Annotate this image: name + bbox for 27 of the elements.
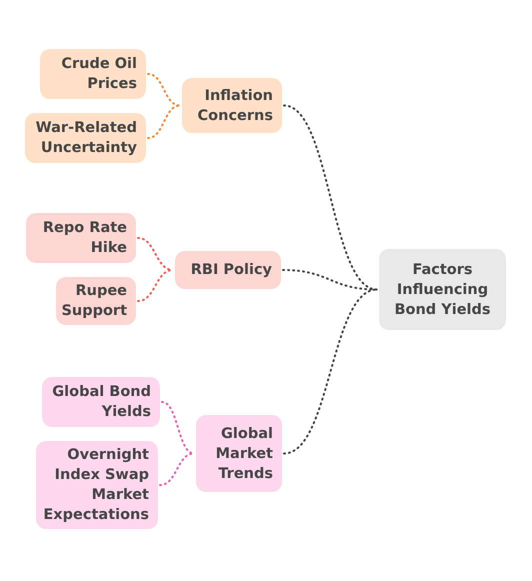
node-label: RBI Policy [190,261,272,280]
node-label: Global Market Trends [214,424,273,484]
factor-box [175,251,281,289]
factor-box [36,441,158,529]
connector-line [161,401,195,454]
connector-line [159,452,195,486]
node-label: Repo Rate Hike [42,219,127,258]
factor-box [25,113,146,163]
factor-box [182,78,282,133]
node-label: Global Bond Yields [51,383,151,422]
node-label: Factors Influencing Bond Yields [393,260,492,320]
node-label: Inflation Concerns [196,86,273,126]
node-label: Rupee Support [61,282,127,321]
connector-line [283,104,378,290]
connector-line [147,104,181,139]
connector-line [147,73,181,106]
factor-box [40,49,146,99]
factor-box [56,277,136,325]
node-label: Crude Oil Prices [60,55,137,94]
topic-box [379,249,506,330]
connector-line [283,288,378,454]
connector-line [282,269,378,290]
node-label: Overnight Index Swap Market Expectations [43,446,149,525]
node-label: War-Related Uncertainty [34,119,137,158]
factor-box [196,415,282,492]
factor-box [42,377,160,427]
factor-box [26,213,136,263]
